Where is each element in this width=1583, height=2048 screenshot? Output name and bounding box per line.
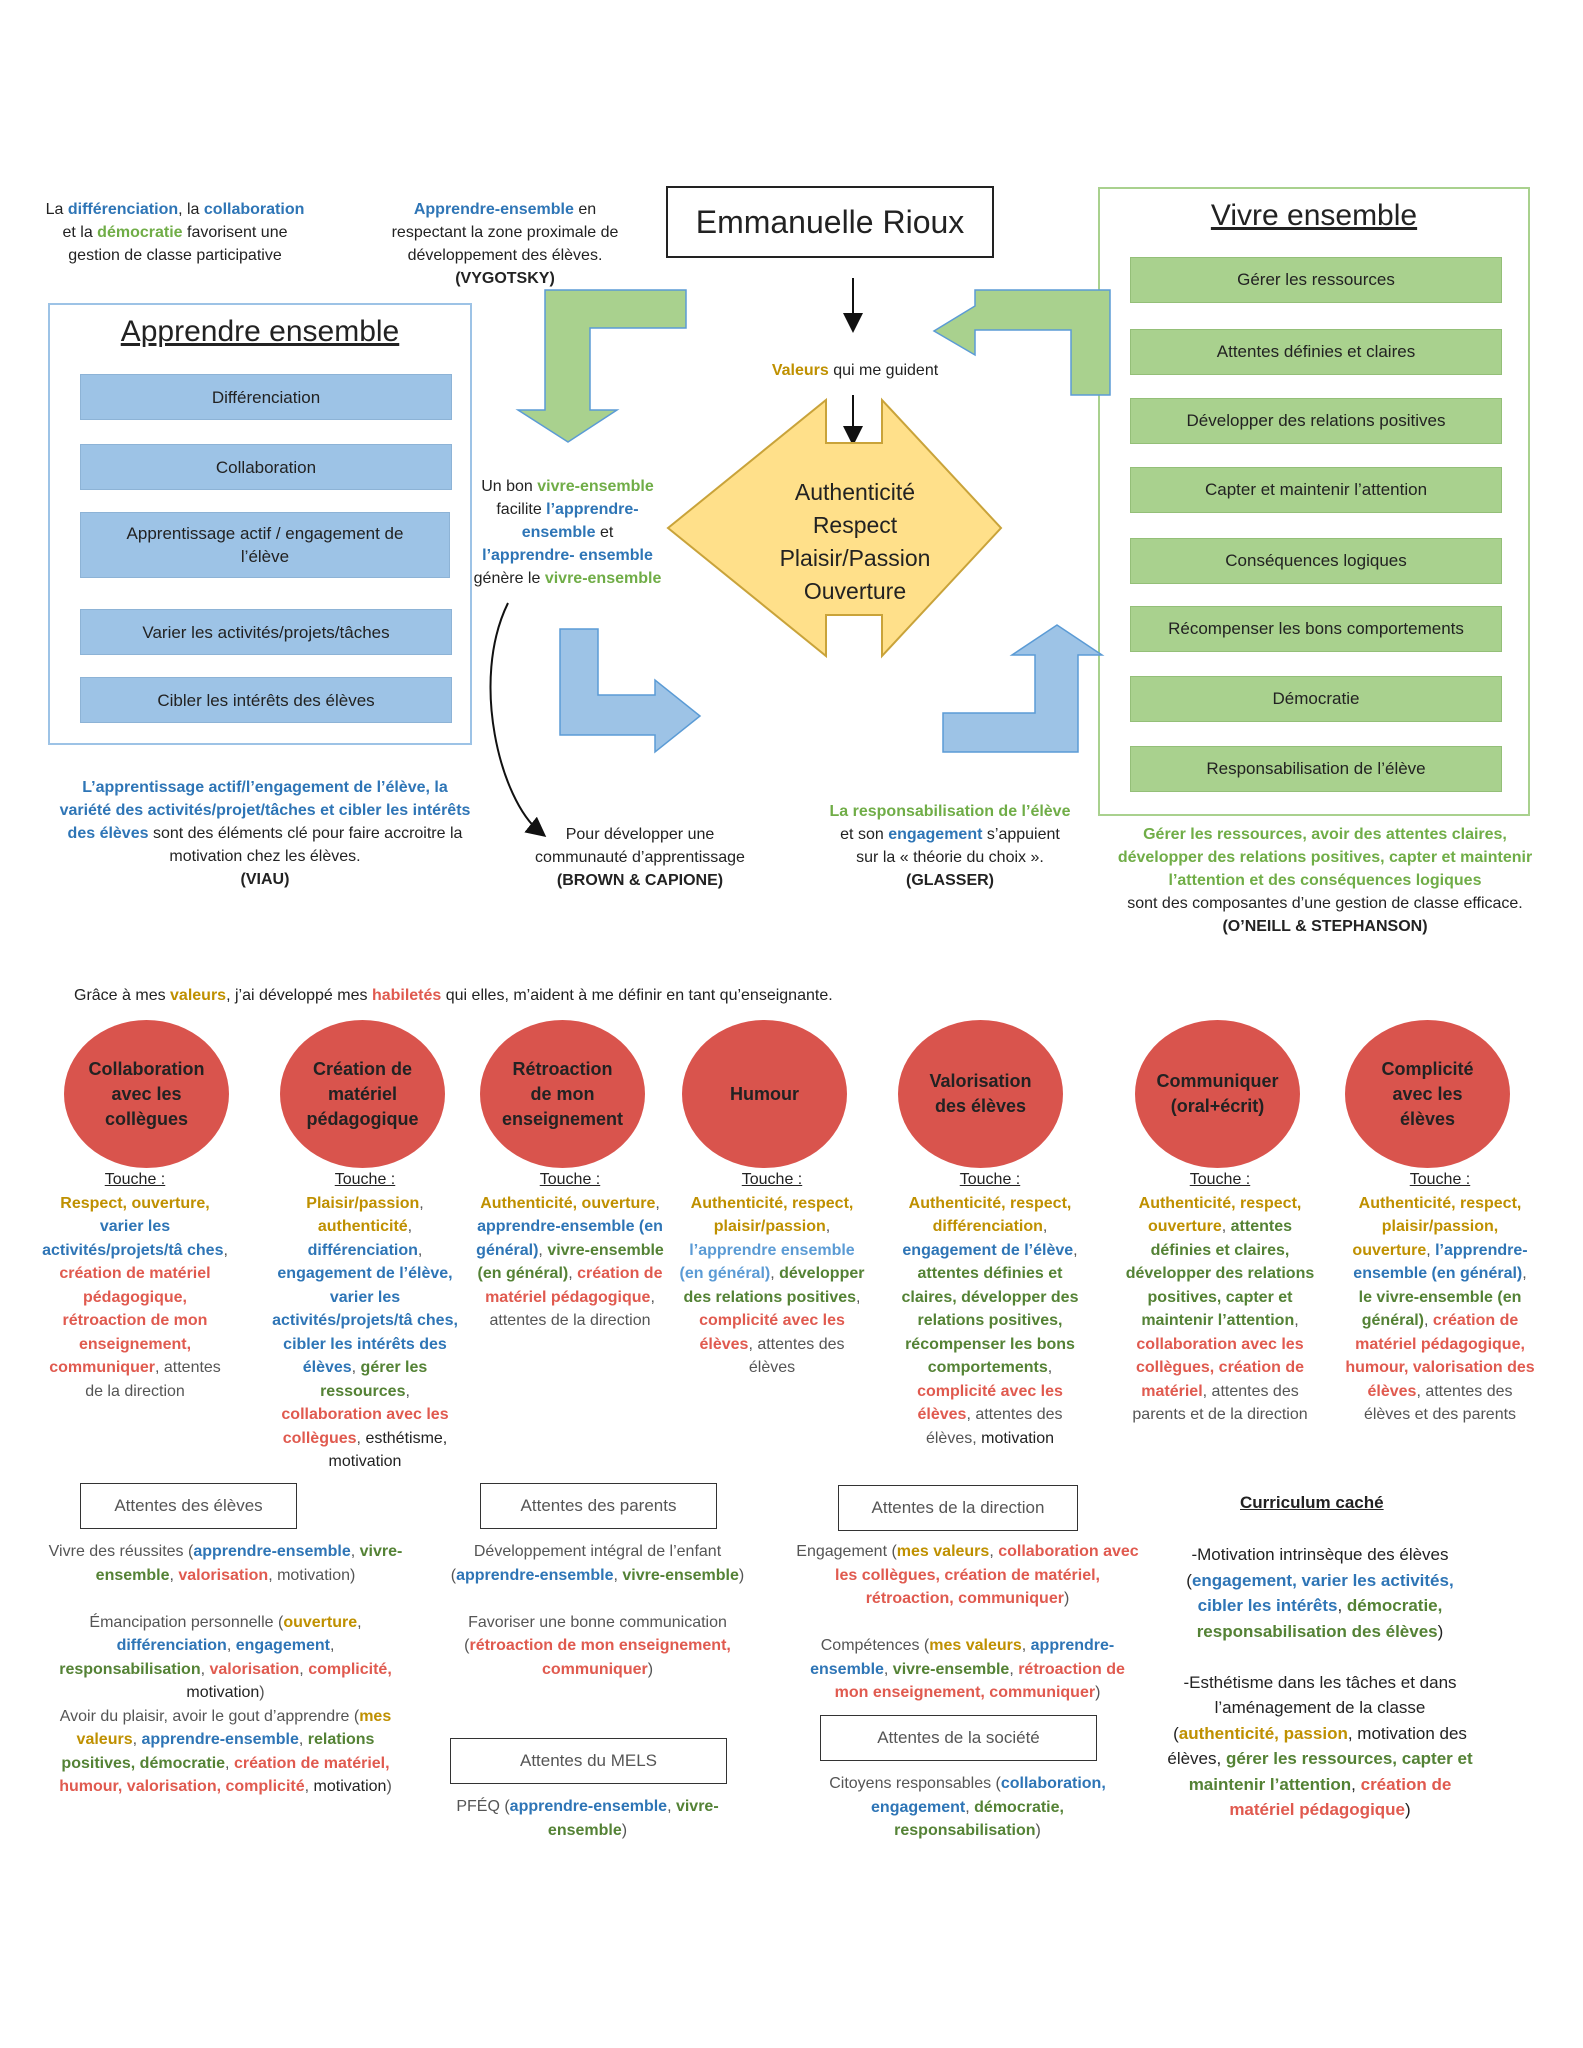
note-vygotsky: Apprendre-ensemble en respectant la zone…	[391, 201, 619, 287]
vivre-item: Capter et maintenir l’attention	[1130, 467, 1502, 513]
touch-column: Touche : Respect, ouverture, varier les …	[42, 1171, 228, 1400]
attentes-direction-text: Engagement (mes valeurs, collaboration a…	[796, 1543, 1139, 1701]
apprendre-item: Collaboration	[80, 444, 452, 490]
vivre-item: Gérer les ressources	[1130, 257, 1502, 303]
vivre-item: Développer des relations positives	[1130, 398, 1502, 444]
apprendre-item: Différenciation	[80, 374, 452, 420]
vivre-item: Récompenser les bons comportements	[1130, 606, 1502, 652]
value-item: Respect	[812, 512, 898, 538]
touch-column: Touche : Authenticité, ouverture, appren…	[476, 1171, 664, 1329]
skill-circle: Création de matériel pédagogique	[280, 1020, 445, 1168]
apprendre-ensemble-panel: Apprendre ensemble Différenciation Colla…	[48, 303, 472, 745]
touch-column: Touche : Authenticité, respect, plaisir/…	[1345, 1171, 1535, 1423]
curriculum-cache-text: -Motivation intrinsèque des élèves (enga…	[1167, 1545, 1473, 1819]
teacher-name: Emmanuelle Rioux	[695, 203, 965, 240]
note-viau: L’apprentissage actif/l’engagement de l’…	[59, 779, 471, 888]
apprendre-item: Varier les activités/projets/tâches	[80, 609, 452, 655]
vivre-ensemble-title: Vivre ensemble	[1210, 199, 1418, 232]
apprendre-item: Apprentissage actif / engagement de l’él…	[80, 512, 450, 578]
curved-arrow	[489, 602, 547, 838]
attentes-societe-box: Attentes de la société	[820, 1715, 1097, 1761]
skill-circle: Rétroaction de mon enseignement	[480, 1020, 645, 1168]
skill-circle: Collaboration avec les collègues	[64, 1020, 229, 1168]
curriculum-cache-title: Curriculum caché	[1240, 1493, 1384, 1512]
note-gestion-participative: La différenciation, la collaboration et …	[45, 201, 305, 264]
touch-column: Touche : Authenticité, respect, différen…	[901, 1171, 1079, 1447]
name-box: Emmanuelle Rioux	[666, 186, 994, 258]
note-oneill: Gérer les ressources, avoir des attentes…	[1117, 826, 1533, 935]
note-glasser: La responsabilisation de l’élève et son …	[829, 803, 1071, 889]
attentes-eleves-box: Attentes des élèves	[80, 1483, 297, 1529]
center-graphics	[489, 278, 1111, 838]
intro-line: Grâce à mes valeurs, j’ai développé mes …	[74, 987, 833, 1004]
attentes-mels-box: Attentes du MELS	[450, 1738, 727, 1784]
blue-elbow-arrow	[559, 628, 702, 754]
note-brown: Pour développer une communauté d’apprent…	[535, 826, 745, 889]
blue-elbow-arrow	[942, 624, 1105, 753]
skill-circle: Valorisation des élèves	[898, 1020, 1063, 1168]
attentes-direction-box: Attentes de la direction	[838, 1485, 1078, 1531]
values-diamond	[666, 397, 1003, 659]
attentes-parents-text: Développement intégral de l’enfant (appr…	[450, 1543, 745, 1678]
vivre-item: Responsabilisation de l’élève	[1130, 746, 1502, 792]
skill-circle: Humour	[682, 1020, 847, 1168]
attentes-mels-text: PFÉQ (apprendre-ensemble, vivre-ensemble…	[456, 1798, 719, 1839]
vivre-item: Conséquences logiques	[1130, 538, 1502, 584]
skill-circle: Complicité avec les élèves	[1345, 1020, 1510, 1168]
green-elbow-arrow	[932, 289, 1111, 396]
attentes-parents-box: Attentes des parents	[480, 1483, 717, 1529]
value-item: Ouverture	[803, 578, 907, 604]
note-vivre-apprendre: Un bon vivre-ensemble facilite l’apprend…	[473, 478, 662, 587]
vivre-ensemble-panel: Vivre ensemble Gérer les ressources Atte…	[1098, 187, 1530, 816]
vivre-item: Attentes définies et claires	[1130, 329, 1502, 375]
value-item: Authenticité	[794, 479, 916, 505]
diamond-values: Authenticité Respect Plaisir/Passion Ouv…	[740, 476, 970, 608]
attentes-eleves-text: Vivre des réussites (apprendre-ensemble,…	[48, 1543, 403, 1795]
skill-circle: Communiquer (oral+écrit)	[1135, 1020, 1300, 1168]
touch-column: Touche : Authenticité, respect, ouvertur…	[1125, 1171, 1315, 1423]
attentes-societe-text: Citoyens responsables (collaboration, en…	[829, 1775, 1106, 1839]
touch-column: Touche : Plaisir/passion, authenticité, …	[272, 1171, 458, 1470]
valeurs-label: Valeurs qui me guident	[771, 362, 939, 379]
apprendre-ensemble-title: Apprendre ensemble	[120, 315, 400, 348]
value-item: Plaisir/Passion	[779, 545, 931, 571]
apprendre-item: Cibler les intérêts des élèves	[80, 677, 452, 723]
green-elbow-arrow	[515, 289, 687, 443]
touch-column: Touche : Authenticité, respect, plaisir/…	[679, 1171, 865, 1376]
vivre-item: Démocratie	[1130, 676, 1502, 722]
